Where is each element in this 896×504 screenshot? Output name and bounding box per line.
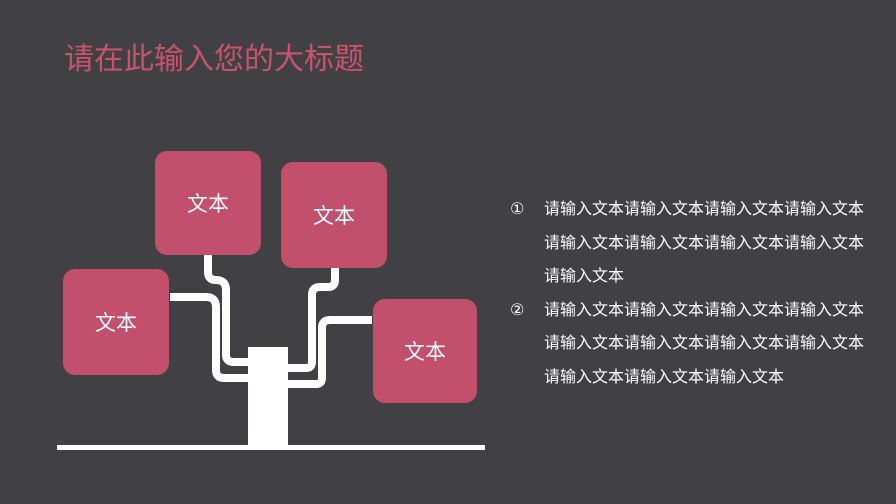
list-marker: ① — [510, 199, 525, 218]
numbered-list: ① 请输入文本请输入文本请输入文本请输入文本请输入文本请输入文本请输入文本请输入… — [510, 192, 870, 393]
branch-top-right — [286, 268, 339, 372]
box-label: 文本 — [404, 340, 446, 364]
list-item: ② 请输入文本请输入文本请输入文本请输入文本请输入文本请输入文本请输入文本请输入… — [510, 293, 870, 394]
box-label: 文本 — [187, 192, 229, 216]
box-top-right: 文本 — [281, 162, 387, 268]
box-right: 文本 — [373, 299, 477, 403]
tree-trunk — [248, 347, 288, 445]
page-title: 请在此输入您的大标题 — [64, 42, 364, 77]
box-label: 文本 — [95, 311, 137, 335]
list-text: 请输入文本请输入文本请输入文本请输入文本请输入文本请输入文本请输入文本请输入文本… — [544, 199, 865, 285]
branch-right — [286, 316, 372, 388]
box-left: 文本 — [63, 269, 169, 375]
branch-left — [170, 293, 250, 382]
list-item: ① 请输入文本请输入文本请输入文本请输入文本请输入文本请输入文本请输入文本请输入… — [510, 192, 870, 293]
box-label: 文本 — [313, 204, 355, 228]
ground-line — [57, 445, 485, 450]
list-text: 请输入文本请输入文本请输入文本请输入文本请输入文本请输入文本请输入文本请输入文本… — [544, 299, 865, 386]
list-marker: ② — [510, 299, 525, 319]
box-top-left: 文本 — [155, 151, 261, 255]
branch-top-left — [204, 248, 250, 366]
